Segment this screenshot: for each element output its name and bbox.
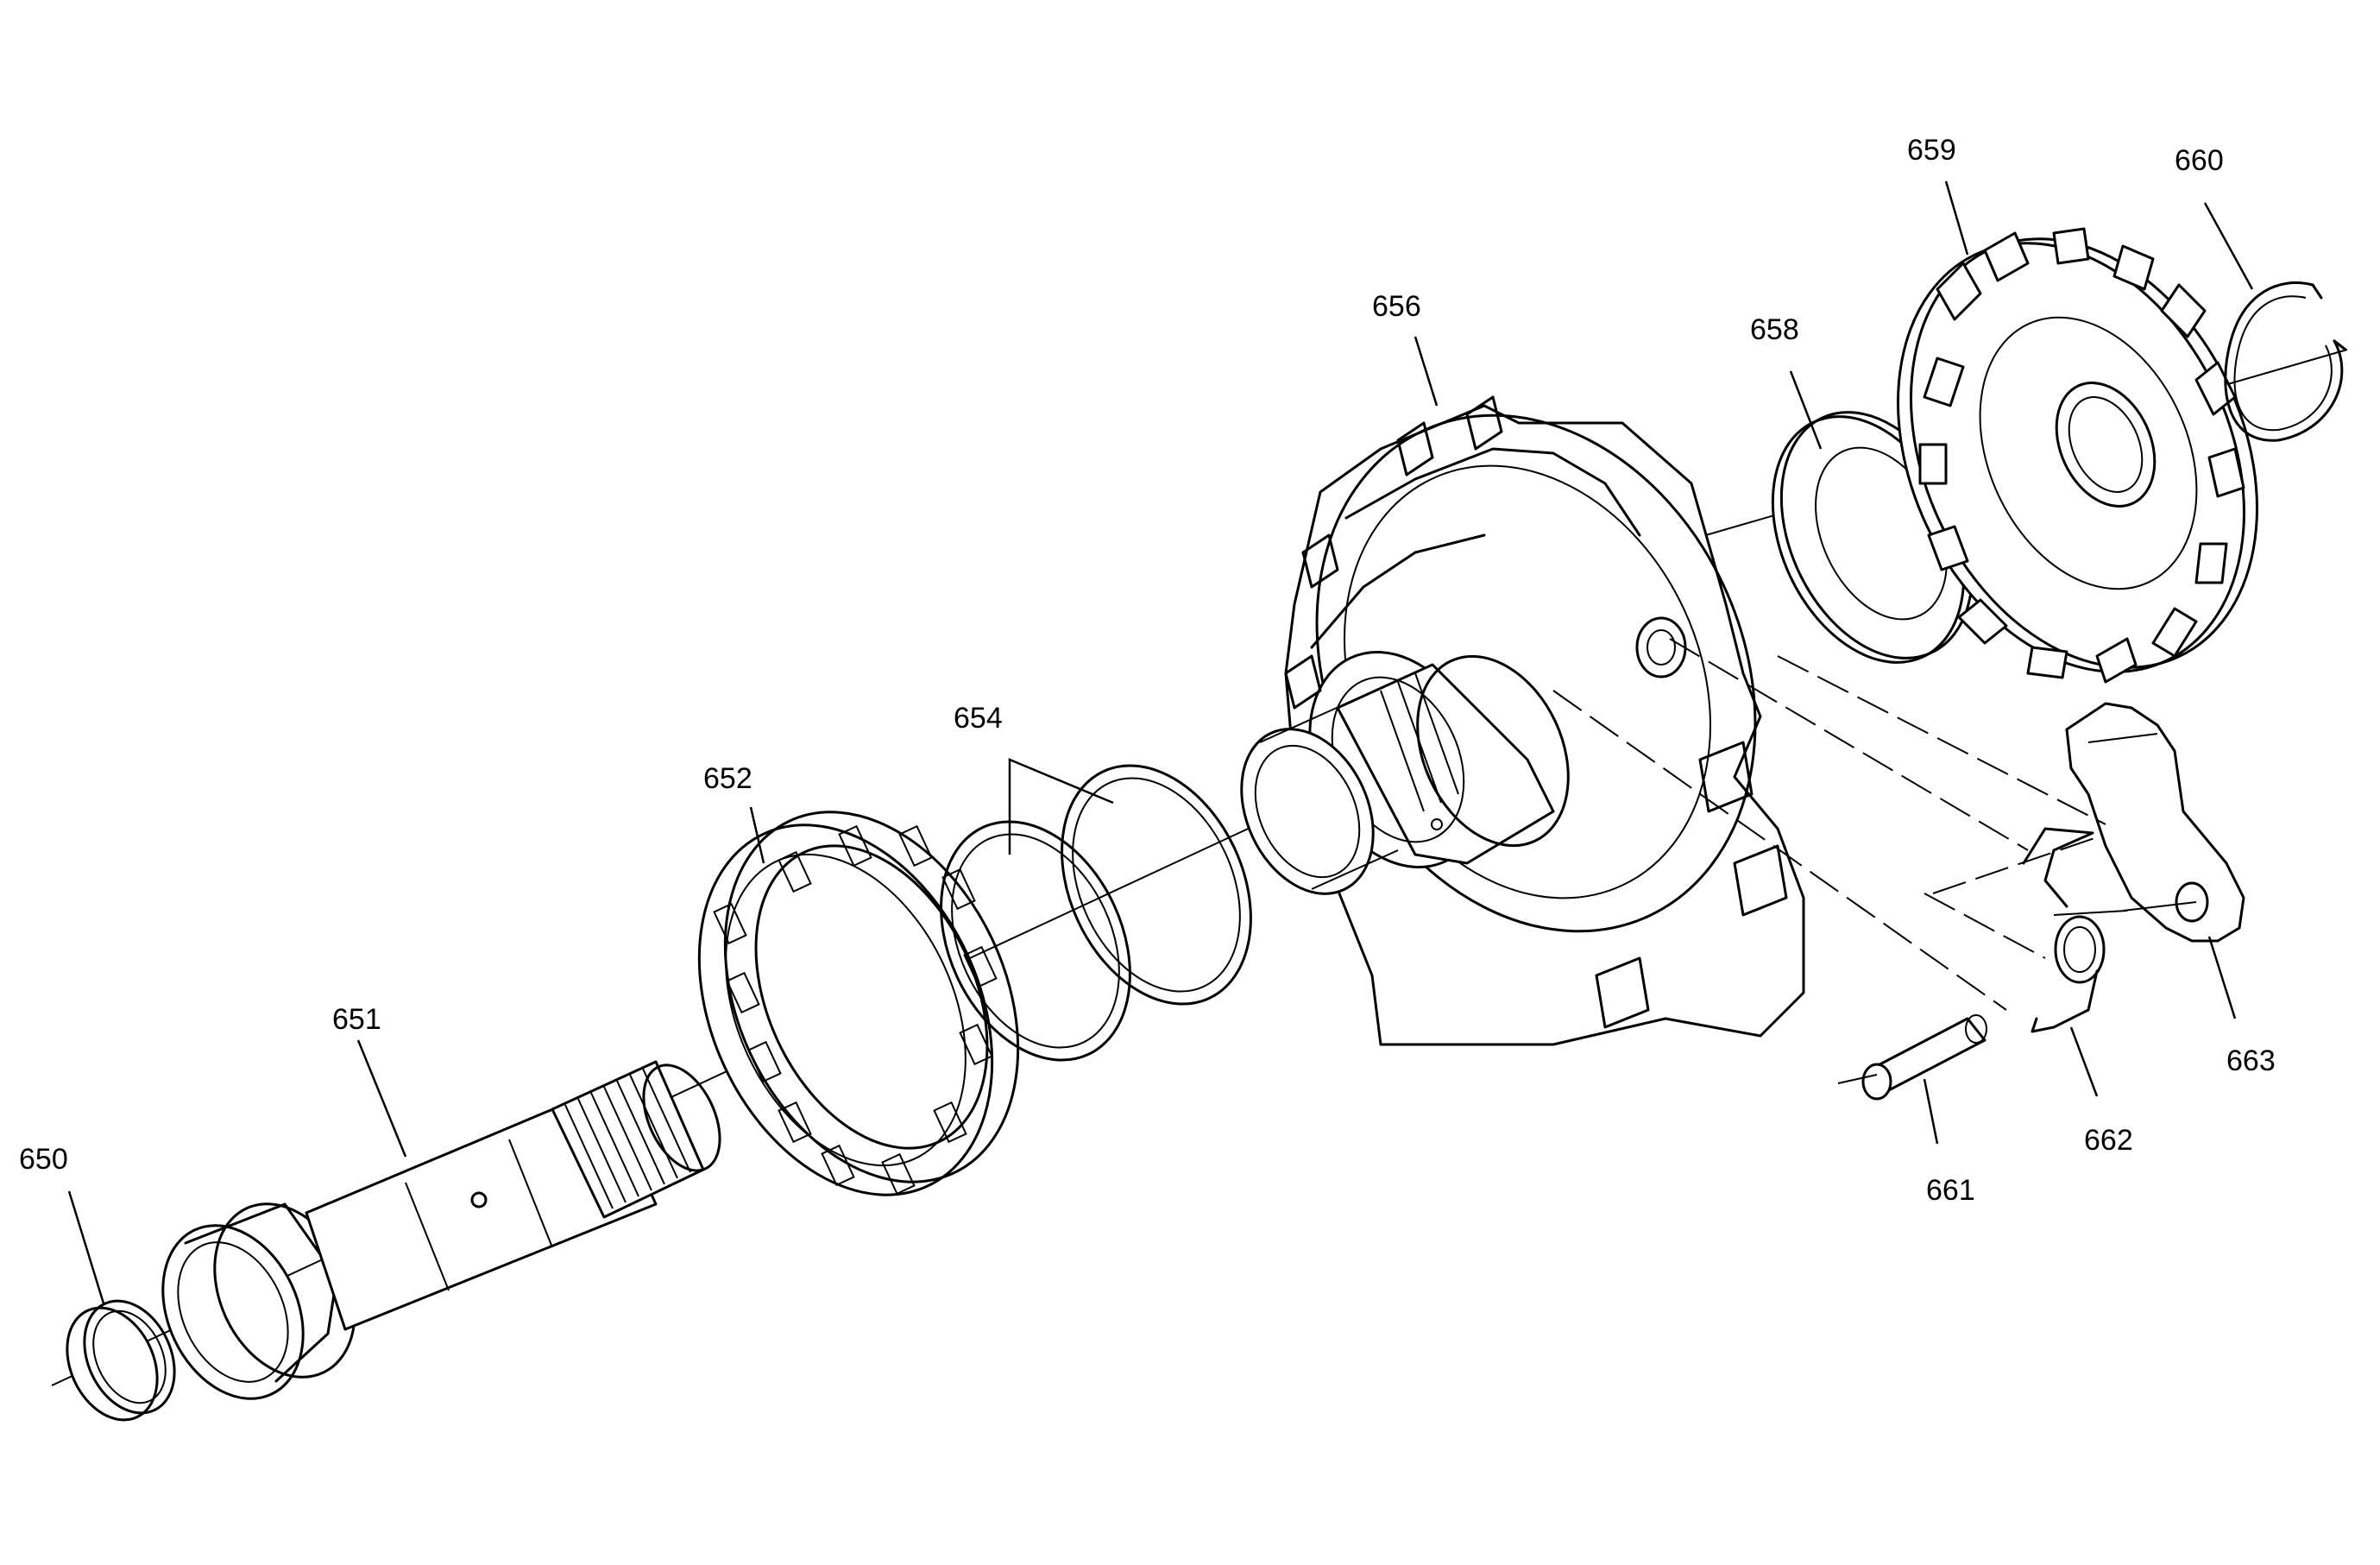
part-labels: 650 651 652 654 656 658 659 660 661 662 … bbox=[19, 134, 2276, 1207]
label-650: 650 bbox=[19, 1143, 68, 1176]
label-661: 661 bbox=[1926, 1174, 1975, 1207]
label-662: 662 bbox=[2084, 1124, 2133, 1157]
part-662-spring bbox=[2022, 827, 2106, 1033]
part-659-lugged-plate bbox=[1897, 227, 2258, 684]
assembly-lines bbox=[1552, 638, 2197, 1084]
label-656: 656 bbox=[1372, 290, 1421, 323]
part-660-snap-ring bbox=[2224, 281, 2347, 442]
part-652-roller-clutch bbox=[697, 811, 1020, 1196]
label-651: 651 bbox=[332, 1003, 381, 1036]
label-654: 654 bbox=[954, 702, 1003, 735]
label-659: 659 bbox=[1907, 134, 1956, 167]
label-660: 660 bbox=[2175, 144, 2224, 177]
label-652: 652 bbox=[703, 762, 752, 795]
part-656-housing bbox=[1240, 395, 1805, 1046]
leader-lines bbox=[67, 180, 2254, 1304]
label-663: 663 bbox=[2226, 1044, 2276, 1077]
part-663-lever bbox=[2065, 702, 2245, 943]
part-650-ring bbox=[66, 1299, 176, 1422]
label-658: 658 bbox=[1750, 313, 1799, 346]
part-651-shaft bbox=[161, 1060, 721, 1400]
part-654-seal-rings bbox=[940, 764, 1252, 1062]
part-661-pin bbox=[1861, 1014, 1987, 1101]
